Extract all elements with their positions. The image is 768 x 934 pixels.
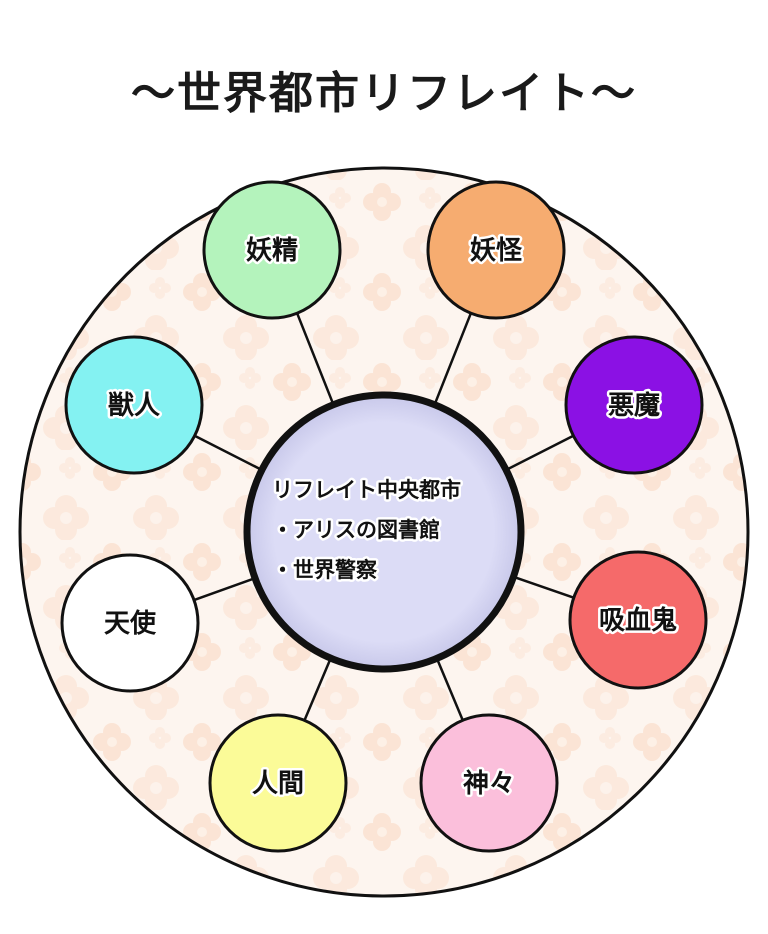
- race-label-gods: 神々: [463, 769, 515, 799]
- central-city-item-police: ・世界警察: [272, 557, 378, 582]
- race-circle-gods: [419, 713, 559, 853]
- central-city-node: リフレイト中央都市 ・アリスの図書館 ・世界警察: [243, 391, 525, 673]
- connector-line-gods: [435, 657, 464, 721]
- connector-line-human: [303, 657, 332, 721]
- connector-line-angel: [193, 577, 256, 602]
- race-circle-angel: [60, 553, 200, 693]
- central-city-heading: リフレイト中央都市: [272, 477, 461, 502]
- race-node-human: 人間: [208, 713, 348, 853]
- race-circle-vampire: [568, 550, 708, 690]
- connector-lines: [193, 312, 575, 721]
- connector-line-vampire: [513, 575, 575, 599]
- connector-line-beast: [194, 434, 263, 472]
- race-label-beast: 獣人: [108, 390, 160, 421]
- race-node-fairy: 妖精: [202, 180, 342, 320]
- race-circle-fairy: [202, 180, 342, 320]
- race-circle-demon: [564, 335, 704, 475]
- race-node-vampire: 吸血鬼: [568, 550, 708, 690]
- connector-line-youkai: [433, 312, 473, 406]
- race-label-human: 人間: [252, 769, 304, 799]
- race-label-fairy: 妖精: [246, 236, 298, 266]
- race-node-beast: 獣人: [64, 335, 204, 475]
- race-node-angel: 天使: [60, 553, 200, 693]
- race-label-vampire: 吸血鬼: [599, 605, 677, 636]
- page-title: 〜世界都市リフレイト〜: [131, 68, 637, 119]
- race-node-demon: 悪魔: [564, 335, 704, 475]
- race-circle-human: [208, 713, 348, 853]
- race-node-youkai: 妖怪: [426, 180, 566, 320]
- race-circle-youkai: [426, 180, 566, 320]
- central-city-item-library: ・アリスの図書館: [272, 517, 440, 542]
- race-node-gods: 神々: [419, 713, 559, 853]
- connector-line-demon: [505, 434, 574, 472]
- race-label-youkai: 妖怪: [470, 236, 523, 266]
- connector-line-fairy: [295, 312, 335, 406]
- race-label-demon: 悪魔: [608, 391, 660, 421]
- race-label-angel: 天使: [104, 609, 157, 639]
- race-circle-beast: [64, 335, 204, 475]
- central-city-circle: [243, 391, 525, 673]
